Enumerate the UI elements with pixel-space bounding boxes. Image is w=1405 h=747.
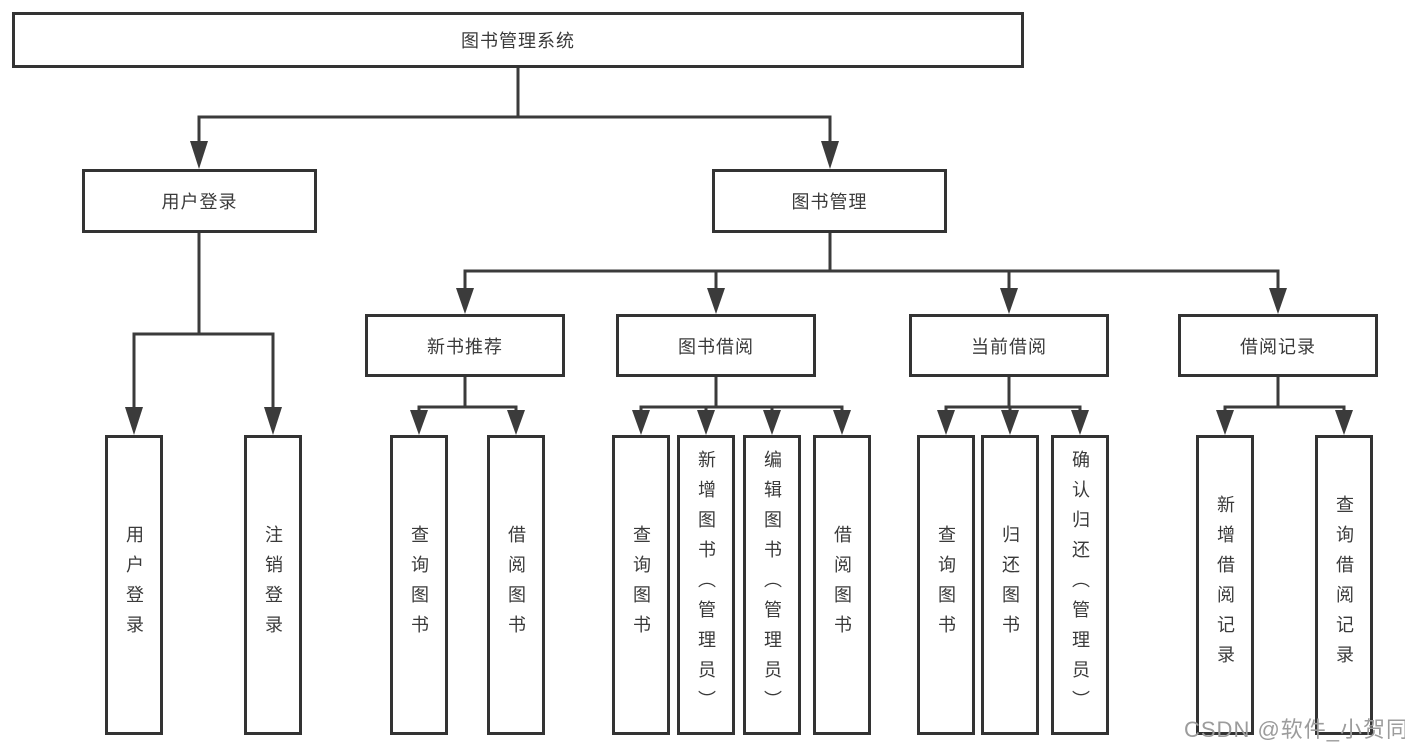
node-book-management-module: 图书管理 — [712, 169, 947, 233]
node-new-book-recommendation: 新书推荐 — [365, 314, 565, 377]
node-label: 确认归还（管理员） — [1070, 450, 1090, 720]
node-label: 编辑图书（管理员） — [762, 450, 782, 720]
node-label: 借阅记录 — [1240, 336, 1316, 357]
node-add-borrow-record: 新增借阅记录 — [1196, 435, 1254, 735]
node-label: 当前借阅 — [971, 336, 1047, 357]
node-logout: 注销登录 — [244, 435, 302, 735]
node-book-borrowing: 图书借阅 — [616, 314, 816, 377]
node-borrow-books-recommend: 借阅图书 — [487, 435, 545, 735]
node-query-books-recommend: 查询图书 — [390, 435, 448, 735]
watermark: CSDN @软件_小贺同学 — [1184, 717, 1405, 742]
node-label: 查询图书 — [409, 525, 429, 645]
node-label: 借阅图书 — [832, 525, 852, 645]
node-query-books-current: 查询图书 — [917, 435, 975, 735]
node-edit-book-admin: 编辑图书（管理员） — [743, 435, 801, 735]
node-query-borrow-record: 查询借阅记录 — [1315, 435, 1373, 735]
node-label: 图书管理 — [791, 192, 868, 212]
node-label: 图书管理系统 — [461, 31, 575, 51]
node-label: 用户登录 — [124, 525, 144, 645]
node-add-book-admin: 新增图书（管理员） — [677, 435, 735, 735]
node-library-management-system: 图书管理系统 — [12, 12, 1024, 68]
node-label: 图书借阅 — [678, 336, 754, 357]
node-label: 查询图书 — [936, 525, 956, 645]
node-borrowing-records: 借阅记录 — [1178, 314, 1378, 377]
node-user-login: 用户登录 — [105, 435, 163, 735]
node-return-books: 归还图书 — [981, 435, 1039, 735]
node-label: 新增借阅记录 — [1215, 495, 1235, 675]
node-borrow-books: 借阅图书 — [813, 435, 871, 735]
node-label: 新书推荐 — [427, 336, 503, 357]
node-label: 归还图书 — [1000, 525, 1020, 645]
node-label: 用户登录 — [161, 192, 238, 212]
node-label: 查询图书 — [631, 525, 651, 645]
node-confirm-return-admin: 确认归还（管理员） — [1051, 435, 1109, 735]
node-current-borrowing: 当前借阅 — [909, 314, 1109, 377]
node-label: 新增图书（管理员） — [696, 450, 716, 720]
node-label: 查询借阅记录 — [1334, 495, 1354, 675]
node-label: 借阅图书 — [506, 525, 526, 645]
node-query-books-borrowing: 查询图书 — [612, 435, 670, 735]
node-user-login-module: 用户登录 — [82, 169, 317, 233]
node-label: 注销登录 — [263, 525, 283, 645]
arrowheads — [125, 141, 1353, 435]
